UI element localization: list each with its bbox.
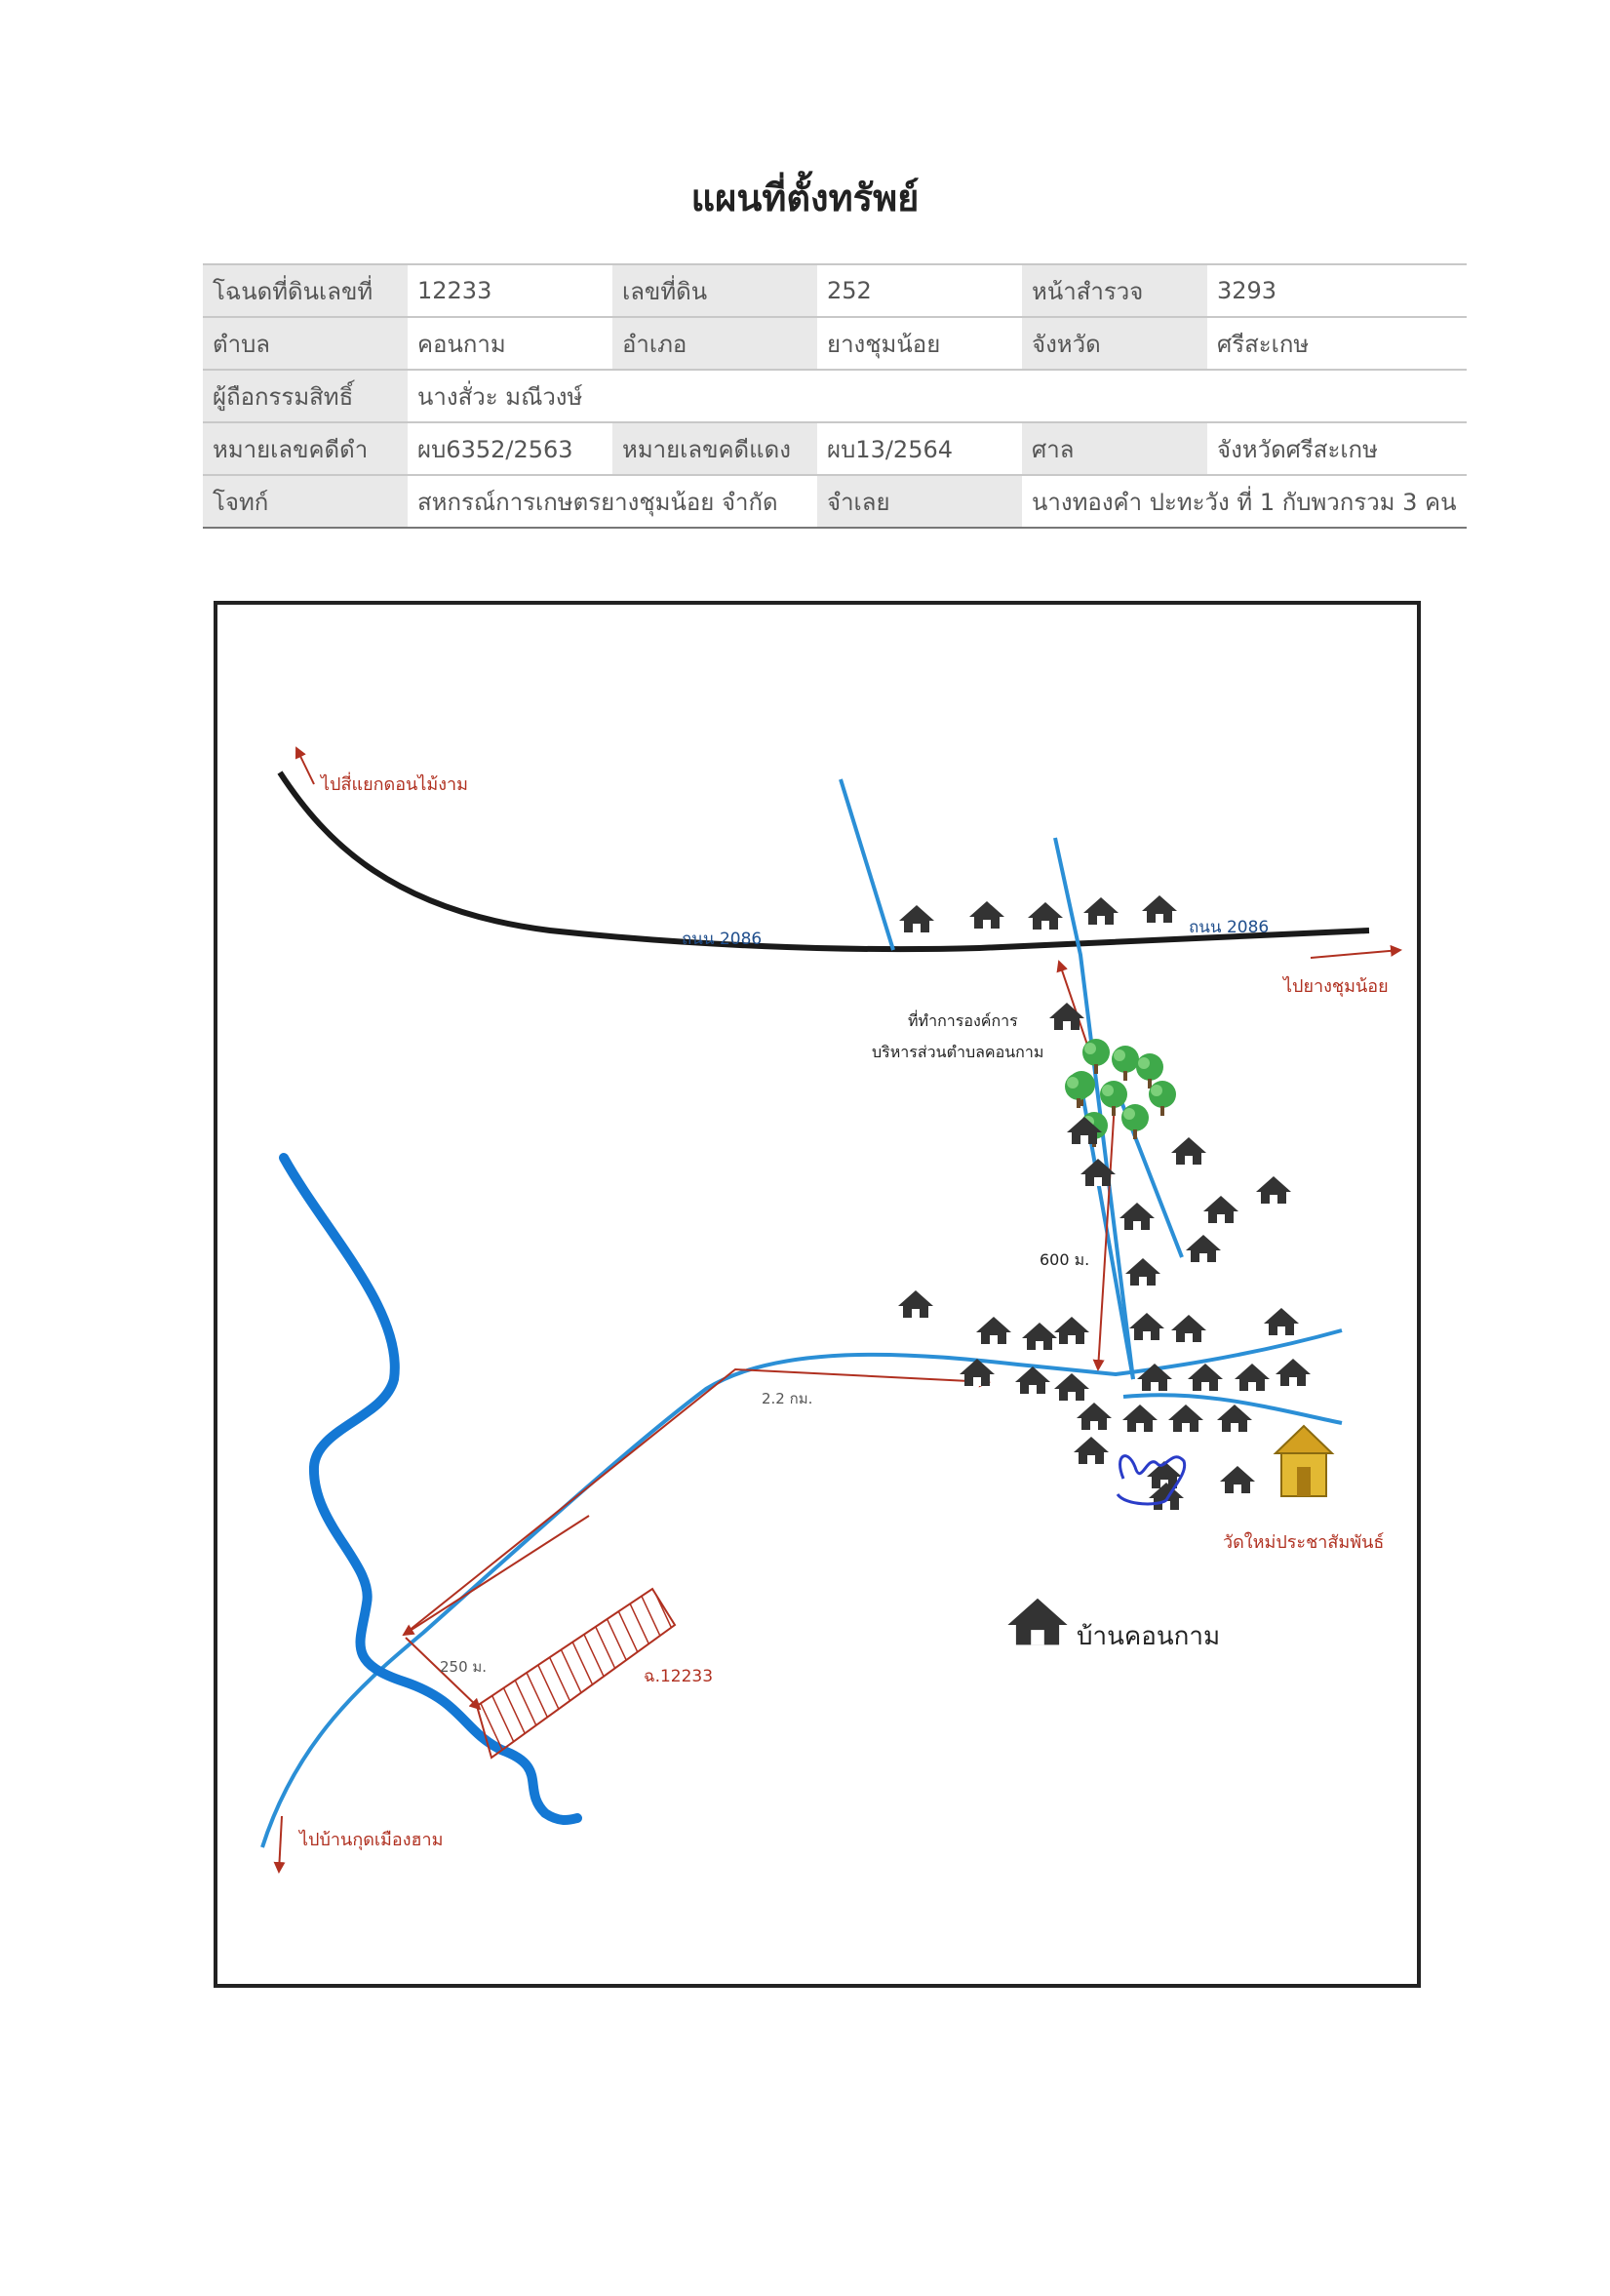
arrow-to-kut xyxy=(273,1815,286,1874)
arrow-22km-path xyxy=(403,1367,991,1636)
arrow-22km-back xyxy=(402,1515,590,1637)
property-info-table: โฉนดที่ดินเลขที่ 12233 เลขที่ดิน 252 หน้… xyxy=(203,263,1467,529)
info-row-location: ตำบล คอนกาม อำเภอ ยางชุมน้อย จังหวัด ศรี… xyxy=(203,317,1467,371)
survey-page-value: 3293 xyxy=(1207,263,1467,318)
label-tao-office-2: บริหารส่วนตำบลคอนกาม xyxy=(872,1043,1043,1061)
province-label: จังหวัด xyxy=(1022,317,1207,371)
land-no-value: 252 xyxy=(817,263,1022,318)
label-road-right: ถนน 2086 xyxy=(1189,918,1269,937)
label-to-kut: ไปบ้านกุดเมืองฮาม xyxy=(297,1829,443,1850)
plaintiff-label: โจทก์ xyxy=(203,475,408,529)
label-to-junction: ไปสี่แยกดอนไม้งาม xyxy=(319,772,468,795)
court-label: ศาล xyxy=(1022,422,1207,476)
lane xyxy=(839,778,895,951)
district-value: ยางชุมน้อย xyxy=(817,317,1022,371)
location-map-frame: ไปสี่แยกดอนไม้งาม ถนน 2086 ถนน 2086 ไปยา… xyxy=(214,601,1421,1988)
label-dist-600: 600 ม. xyxy=(1040,1250,1089,1269)
survey-page-label: หน้าสำรวจ xyxy=(1022,263,1207,318)
info-row-parties: โจทก์ สหกรณ์การเกษตรยางชุมน้อย จำกัด จำเ… xyxy=(203,475,1467,529)
red-case-label: หมายเลขคดีแดง xyxy=(612,422,817,476)
label-dist-250: 250 ม. xyxy=(440,1658,487,1676)
arrow-250m xyxy=(405,1637,482,1711)
label-parcel: ฉ.12233 xyxy=(644,1667,713,1686)
label-dist-22km: 2.2 กม. xyxy=(762,1390,812,1407)
deed-no-label: โฉนดที่ดินเลขที่ xyxy=(203,263,408,318)
label-tao-office-1: ที่ทำการองค์การ xyxy=(908,1009,1018,1030)
river xyxy=(279,1153,582,1825)
black-case-value: ผบ6352/2563 xyxy=(408,422,612,476)
label-village: บ้านคอนกาม xyxy=(1077,1622,1220,1651)
houses xyxy=(898,895,1311,1510)
defendant-value: นางทองคำ ปะทะวัง ที่ 1 กับพวกรวม 3 คน xyxy=(1022,475,1467,529)
owner-value: นางสั่วะ มณีวงษ์ xyxy=(408,370,1467,423)
info-row-case: หมายเลขคดีดำ ผบ6352/2563 หมายเลขคดีแดง ผ… xyxy=(203,422,1467,476)
signature-scribble xyxy=(1116,1454,1187,1506)
legend-house-icon xyxy=(1007,1598,1068,1645)
arrow-to-junction xyxy=(295,746,315,785)
arrow-to-yangchum xyxy=(1310,944,1402,959)
owner-label: ผู้ถือกรรมสิทธิ์ xyxy=(203,370,408,423)
info-row-owner: ผู้ถือกรรมสิทธิ์ นางสั่วะ มณีวงษ์ xyxy=(203,370,1467,423)
land-parcel xyxy=(475,1587,677,1760)
label-temple: วัดใหม่ประชาสัมพันธ์ xyxy=(1223,1531,1384,1553)
label-to-yangchum: ไปยางชุมน้อย xyxy=(1281,975,1389,997)
subdistrict-label: ตำบล xyxy=(203,317,408,371)
plaintiff-value: สหกรณ์การเกษตรยางชุมน้อย จำกัด xyxy=(408,475,817,529)
black-case-label: หมายเลขคดีดำ xyxy=(203,422,408,476)
arrow-600m xyxy=(1092,1086,1117,1371)
page-title: แผนที่ตั้งทรัพย์ xyxy=(690,177,920,219)
red-case-value: ผบ13/2564 xyxy=(817,422,1022,476)
label-road-left: ถนน 2086 xyxy=(682,930,762,949)
court-value: จังหวัดศรีสะเกษ xyxy=(1207,422,1467,476)
lane xyxy=(260,1328,1343,1848)
district-label: อำเภอ xyxy=(612,317,817,371)
arrow-up-road xyxy=(1056,960,1089,1049)
lane xyxy=(1122,1393,1343,1425)
land-no-label: เลขที่ดิน xyxy=(612,263,817,318)
location-map: ไปสี่แยกดอนไม้งาม ถนน 2086 ถนน 2086 ไปยา… xyxy=(260,746,1402,1874)
road-2086 xyxy=(277,771,1370,953)
temple-icon xyxy=(1273,1424,1335,1497)
deed-no-value: 12233 xyxy=(408,263,612,318)
province-value: ศรีสะเกษ xyxy=(1207,317,1467,371)
subdistrict-value: คอนกาม xyxy=(408,317,612,371)
defendant-label: จำเลย xyxy=(817,475,1022,529)
info-row-deed: โฉนดที่ดินเลขที่ 12233 เลขที่ดิน 252 หน้… xyxy=(203,263,1467,318)
